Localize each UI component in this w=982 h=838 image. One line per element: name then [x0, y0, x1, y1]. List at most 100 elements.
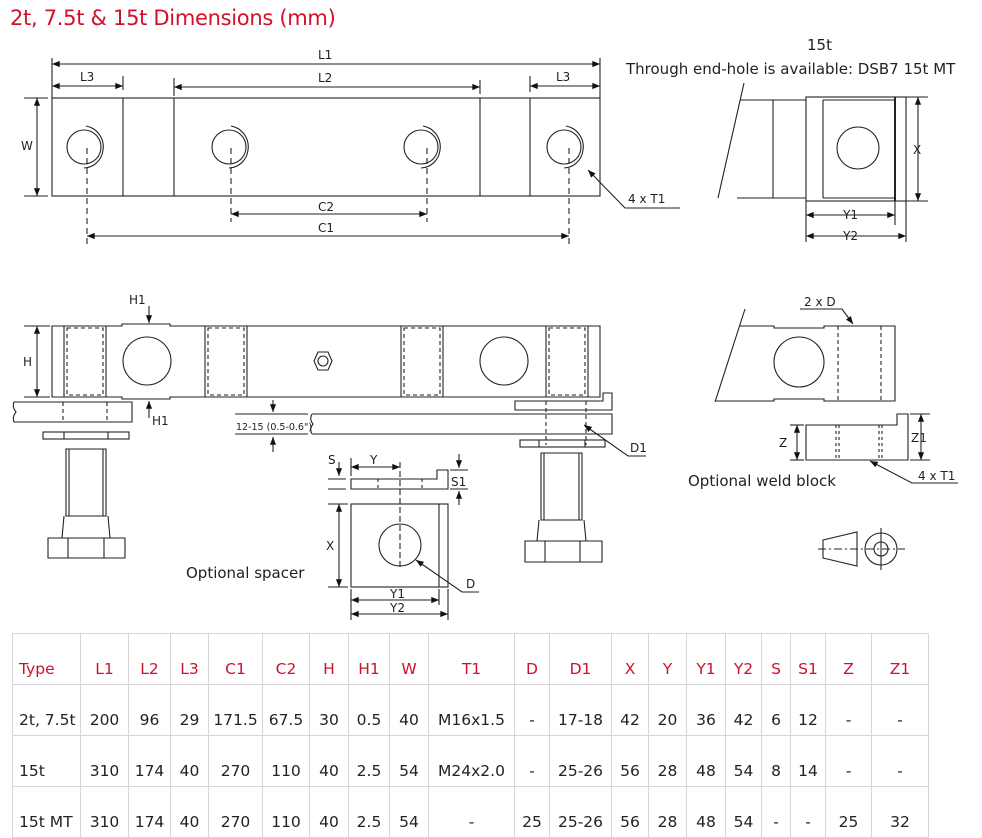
table-cell-l2: 174 [128, 735, 171, 787]
table-cell-l2: 174 [128, 786, 171, 838]
table-cell-type: 15t MT [12, 786, 81, 838]
table-cell-y: 28 [648, 735, 687, 787]
header-l2: L2 [128, 633, 171, 685]
dim-c1: C1 [318, 221, 334, 235]
load-cell-body-top [51, 97, 601, 197]
dim-w: W [21, 139, 33, 153]
table-cell-x: 56 [611, 735, 649, 787]
callout-2xd: 2 x D [804, 295, 836, 309]
header-h1: H1 [348, 633, 390, 685]
dim-x-end: X [913, 143, 921, 157]
threaded-hole-3 [403, 125, 441, 169]
table-cell-l3: 29 [170, 684, 209, 736]
table-cell-l2: 96 [128, 684, 171, 736]
table-cell-c2: 110 [262, 786, 310, 838]
table-cell-w: 40 [389, 684, 429, 736]
dim-y1-end: Y1 [842, 208, 858, 222]
table-cell-d: - [514, 735, 550, 787]
threaded-hole-4 [546, 125, 584, 169]
table-cell-z: - [825, 684, 872, 736]
header-l3: L3 [170, 633, 209, 685]
header-y2: Y2 [725, 633, 762, 685]
table-cell-l3: 40 [170, 786, 209, 838]
table-cell-d: 25 [514, 786, 550, 838]
table-cell-c1: 270 [208, 786, 263, 838]
dim-y2-end: Y2 [842, 229, 858, 243]
dim-gap: 12-15 (0.5-0.6") [236, 422, 312, 433]
weld-block-caption: Optional weld block [688, 472, 836, 490]
table-cell-l1: 200 [80, 684, 129, 736]
first-angle-projection-icon [818, 528, 905, 570]
dim-x-spacer: X [326, 539, 334, 553]
callout-d-spacer: D [466, 577, 475, 591]
table-cell-d1: 17-18 [549, 684, 612, 736]
dim-l2: L2 [318, 71, 332, 85]
header-w: W [389, 633, 429, 685]
optional-spacer-drawing [328, 454, 479, 620]
table-header-row: Type L1 L2 L3 C1 C2 H H1 W T1 D D1 X Y Y… [12, 633, 929, 685]
header-d: D [514, 633, 550, 685]
table-cell-z1: - [871, 735, 929, 787]
dim-h: H [23, 355, 32, 369]
table-cell-c1: 270 [208, 735, 263, 787]
table-cell-w: 54 [389, 786, 429, 838]
header-z: Z [825, 633, 872, 685]
table-cell-s1: 14 [790, 735, 826, 787]
table-cell-d: - [514, 684, 550, 736]
side-hole-right [479, 336, 529, 386]
header-x: X [611, 633, 649, 685]
page-title: 2t, 7.5t & 15t Dimensions (mm) [10, 6, 336, 30]
header-type: Type [12, 633, 81, 685]
dim-z: Z [779, 436, 787, 450]
dim-s: S [328, 453, 336, 467]
table-cell-w: 54 [389, 735, 429, 787]
table-cell-y2: 54 [725, 735, 762, 787]
through-end-hole [836, 126, 880, 170]
table-cell-h: 40 [309, 786, 349, 838]
table-cell-y1: 36 [686, 684, 726, 736]
table-cell-z1: 32 [871, 786, 929, 838]
dimensions-table: Type L1 L2 L3 C1 C2 H H1 W T1 D D1 X Y Y… [12, 633, 929, 838]
table-cell-y1: 48 [686, 786, 726, 838]
table-cell-h: 30 [309, 684, 349, 736]
table-cell-c2: 67.5 [262, 684, 310, 736]
table-cell-s1: - [790, 786, 826, 838]
spacer-caption: Optional spacer [186, 564, 305, 582]
table-cell-l1: 310 [80, 786, 129, 838]
threaded-hole-2 [211, 125, 249, 169]
header-s: S [761, 633, 791, 685]
table-cell-type: 2t, 7.5t [12, 684, 81, 736]
header-l1: L1 [80, 633, 129, 685]
table-cell-y1: 48 [686, 735, 726, 787]
table-cell-c2: 110 [262, 735, 310, 787]
header-z1: Z1 [871, 633, 929, 685]
table-cell-l1: 310 [80, 735, 129, 787]
table-cell-y: 28 [648, 786, 687, 838]
dim-l3-right: L3 [556, 70, 570, 84]
table-cell-d1: 25-26 [549, 735, 612, 787]
callout-4xt1-top: 4 x T1 [628, 192, 665, 206]
table-cell-t1: M16x1.5 [428, 684, 515, 736]
table-cell-y2: 54 [725, 786, 762, 838]
table-cell-type: 15t [12, 735, 81, 787]
header-y: Y [648, 633, 687, 685]
table-cell-c1: 171.5 [208, 684, 263, 736]
header-t1: T1 [428, 633, 515, 685]
table-cell-z: - [825, 735, 872, 787]
callout-d1: D1 [630, 441, 647, 455]
technical-drawing: L1 L3 L2 L3 W C2 C1 4 x T1 X Y1 Y2 H H1 … [12, 48, 958, 620]
table-cell-s: 6 [761, 684, 791, 736]
table-cell-z: 25 [825, 786, 872, 838]
header-y1: Y1 [686, 633, 726, 685]
table-cell-h1: 2.5 [348, 735, 390, 787]
table-cell-s: - [761, 786, 791, 838]
header-h: H [309, 633, 349, 685]
dim-h1-top: H1 [129, 293, 146, 307]
header-c1: C1 [208, 633, 263, 685]
table-cell-l3: 40 [170, 735, 209, 787]
threaded-hole-1 [66, 125, 104, 169]
end-hole-note: Through end-hole is available: DSB7 15t … [626, 60, 956, 78]
